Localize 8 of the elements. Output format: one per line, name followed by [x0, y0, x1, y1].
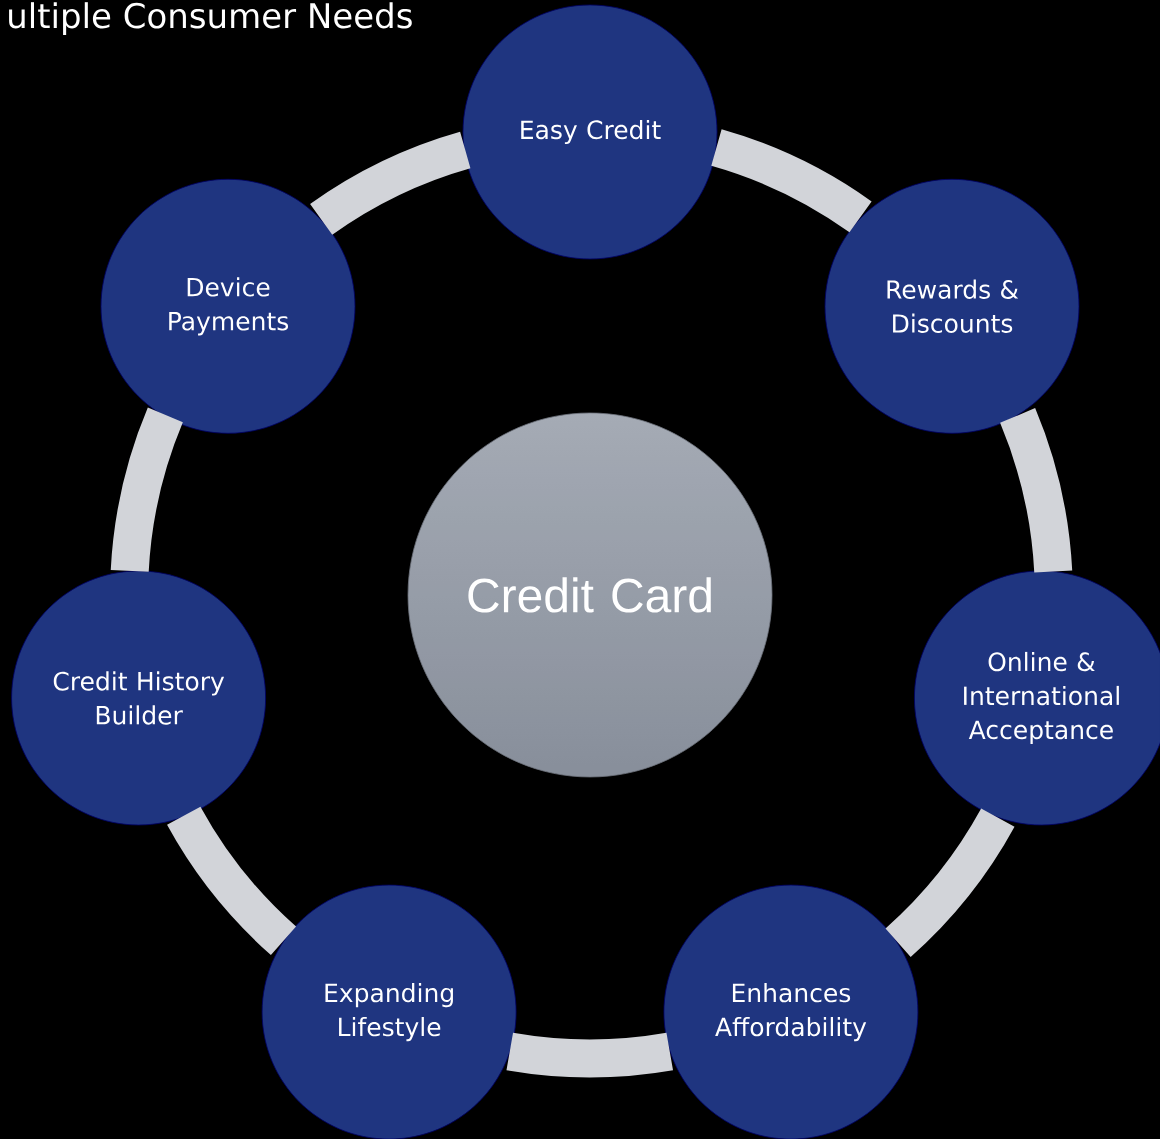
title: ultiple Consumer Needs [9, 2, 412, 36]
ring-segment [310, 131, 471, 235]
ring-segment [110, 407, 183, 573]
ring-segment [167, 806, 297, 955]
ring-segment [506, 1032, 673, 1078]
ring-segment [711, 129, 872, 233]
ring-segment [885, 808, 1015, 957]
ring-segment [1000, 408, 1073, 573]
